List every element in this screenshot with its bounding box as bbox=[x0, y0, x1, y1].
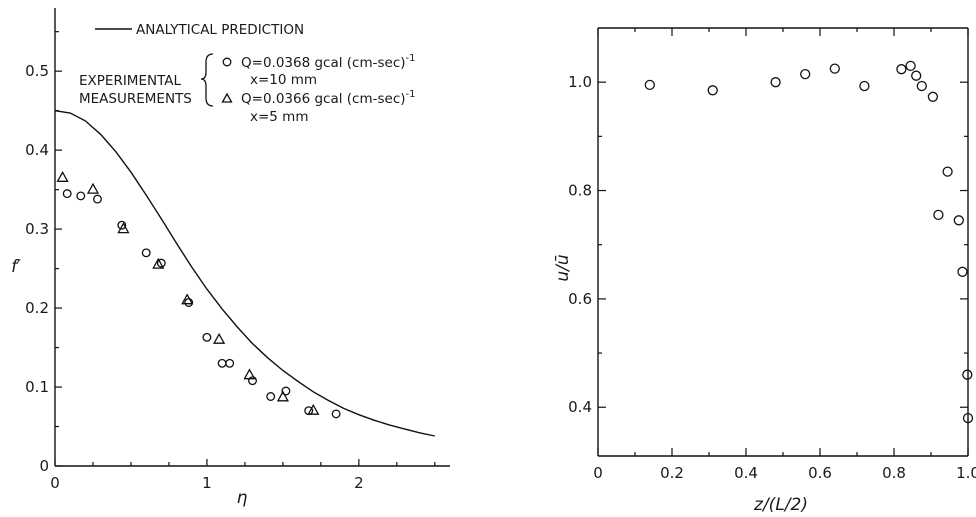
data-point-circle bbox=[644, 79, 655, 91]
data-point-triangle bbox=[307, 403, 320, 415]
data-point-circle bbox=[76, 191, 86, 201]
legend-triangle-marker bbox=[221, 92, 233, 103]
y-tick-label: 0.4 bbox=[25, 141, 49, 159]
x-tick-label: 0 bbox=[50, 474, 60, 492]
data-point-triangle bbox=[56, 170, 69, 182]
data-point-circle bbox=[942, 166, 953, 177]
data-point-circle bbox=[933, 209, 944, 221]
data-point-circle bbox=[331, 409, 341, 419]
data-point-triangle bbox=[181, 293, 194, 305]
y-tick-label: 0.6 bbox=[568, 290, 592, 308]
chart-a-xlabel: η bbox=[237, 488, 248, 508]
data-point-triangle bbox=[243, 368, 256, 380]
data-point-circle bbox=[905, 60, 916, 72]
y-tick-label: 0 bbox=[39, 457, 49, 475]
data-point-circle bbox=[93, 194, 102, 204]
data-point-circle bbox=[916, 80, 927, 92]
x-tick-label: 0.6 bbox=[808, 464, 832, 482]
data-point-circle bbox=[957, 266, 968, 277]
legend-triangle-line-1: Q=0.0366 gcal (cm-sec)-1 bbox=[241, 89, 416, 107]
data-point-triangle bbox=[117, 222, 130, 234]
data-point-circle bbox=[911, 70, 922, 81]
chart-u-ratio-vs-z: z/(L/2) u/ū 0 0.2 0.4 0.6 0.8 1.0 0.4 0.6 0.8 1.0 bbox=[553, 27, 976, 515]
y-tick-label: 0.8 bbox=[568, 182, 592, 200]
y-tick-label: 0.3 bbox=[25, 220, 49, 238]
x-tick-label: 0.4 bbox=[734, 464, 758, 482]
data-point-circle bbox=[707, 85, 718, 96]
data-point-circle bbox=[896, 64, 907, 75]
data-point-circle bbox=[859, 80, 870, 92]
data-point-circle bbox=[800, 68, 811, 80]
legend-circle-marker bbox=[222, 57, 232, 67]
data-point-triangle bbox=[152, 257, 165, 269]
y-tick-label: 1.0 bbox=[568, 73, 592, 91]
x-tick-label: 1 bbox=[202, 474, 212, 492]
x-tick-label: 0.8 bbox=[882, 464, 906, 482]
legend-group-label-2: MEASUREMENTS bbox=[79, 91, 192, 107]
y-tick-label: 0.1 bbox=[25, 378, 49, 396]
legend-circle-line-2: x=10 mm bbox=[250, 72, 317, 88]
data-point-triangle bbox=[212, 332, 226, 344]
legend-brace bbox=[200, 53, 214, 107]
y-tick-label: 0.5 bbox=[25, 62, 49, 80]
x-tick-label: 2 bbox=[354, 474, 364, 492]
chart-a-legend: ANALYTICAL PREDICTION EXPERIMENTAL MEASU… bbox=[79, 22, 416, 125]
data-point-circle bbox=[953, 215, 964, 226]
y-tick-label: 0.2 bbox=[25, 299, 49, 317]
x-tick-label: 0 bbox=[593, 464, 603, 482]
data-point-circle bbox=[202, 332, 212, 342]
chart-a-ylabel: f′ bbox=[11, 257, 21, 277]
x-tick-label: 1.0 bbox=[956, 464, 976, 482]
legend-triangle-line-2: x=5 mm bbox=[250, 109, 308, 125]
data-point-circle bbox=[281, 386, 291, 396]
data-point-circle bbox=[829, 63, 840, 74]
x-tick-label: 0.2 bbox=[660, 464, 684, 482]
y-tick-label: 0.4 bbox=[568, 398, 592, 416]
data-point-triangle bbox=[86, 182, 100, 194]
data-point-circle bbox=[62, 189, 72, 199]
data-point-circle bbox=[217, 358, 227, 368]
data-point-circle bbox=[770, 77, 781, 88]
data-point-circle bbox=[117, 220, 127, 230]
data-point-circle bbox=[962, 369, 973, 380]
analytical-prediction-line bbox=[54, 110, 435, 437]
chart-b-xlabel: z/(L/2) bbox=[753, 495, 808, 515]
data-point-circle bbox=[156, 258, 166, 268]
data-point-triangle bbox=[276, 390, 290, 402]
chart-b-ylabel-group: u/ū bbox=[553, 254, 573, 282]
legend-group-label-1: EXPERIMENTAL bbox=[79, 73, 182, 89]
legend-circle-line-1: Q=0.0368 gcal (cm-sec)-1 bbox=[241, 53, 416, 71]
data-point-circle bbox=[141, 248, 151, 258]
data-point-circle bbox=[927, 91, 939, 102]
data-point-circle bbox=[962, 412, 974, 424]
data-point-circle bbox=[225, 358, 235, 368]
data-point-circle bbox=[248, 376, 257, 386]
data-point-circle bbox=[266, 392, 276, 401]
legend-line-label: ANALYTICAL PREDICTION bbox=[136, 22, 304, 38]
chart-b-ylabel: u/ū bbox=[553, 254, 573, 282]
chart-f-prime-vs-eta: η f′ ANALYTICAL PREDICTION EXPERIMENTAL … bbox=[11, 8, 450, 508]
